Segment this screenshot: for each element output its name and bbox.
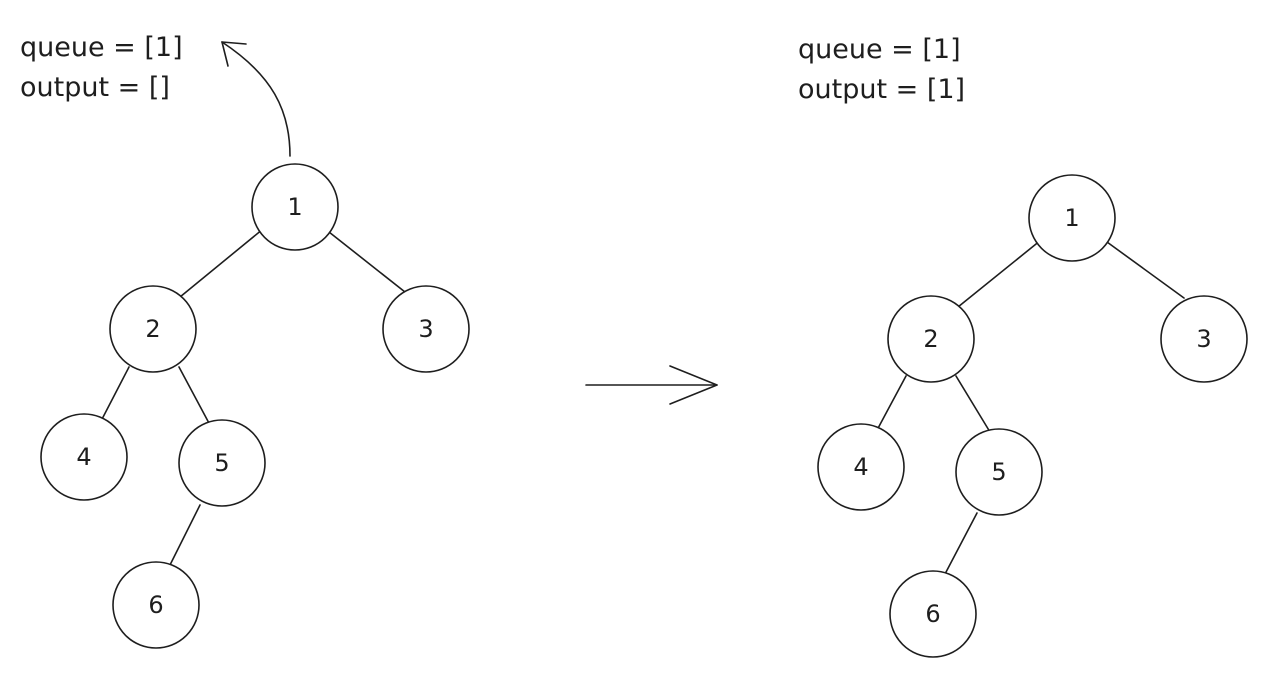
node-circle	[1160, 295, 1248, 383]
node-circle	[109, 285, 197, 373]
node-label: 6	[148, 591, 163, 619]
tree-node-2: 2	[109, 285, 197, 373]
edge-2-4	[99, 366, 130, 424]
node-circle	[178, 419, 266, 507]
edge-2-5	[178, 366, 211, 426]
tree-node-2: 2	[887, 295, 975, 383]
output-text-before: output = []	[20, 72, 170, 103]
node-label: 4	[853, 453, 868, 481]
node-circle	[817, 423, 905, 511]
enqueue-arrowhead	[221, 41, 247, 67]
enqueue-arrow	[221, 41, 291, 157]
edge-2-5	[955, 375, 991, 433]
node-label: 1	[287, 193, 302, 221]
node-circle	[112, 561, 200, 649]
edge-1-2	[957, 239, 1042, 308]
node-label: 2	[145, 315, 160, 343]
node-circle	[1028, 174, 1116, 262]
node-circle	[955, 428, 1043, 516]
queue-text-before: queue = [1]	[20, 32, 183, 63]
panel-before: queue = [1] output = [] 1 2 3 4	[20, 32, 470, 649]
node-label: 3	[418, 315, 433, 343]
node-circle	[889, 570, 977, 658]
node-label: 4	[76, 443, 91, 471]
node-label: 3	[1196, 325, 1211, 353]
node-label: 2	[923, 325, 938, 353]
node-label: 1	[1064, 204, 1079, 232]
node-label: 6	[925, 600, 940, 628]
edge-5-6	[944, 512, 978, 575]
tree-node-6: 6	[889, 570, 977, 658]
edge-5-6	[169, 504, 201, 566]
queue-text-after: queue = [1]	[798, 34, 961, 65]
node-label: 5	[214, 449, 229, 477]
tree-node-5: 5	[955, 428, 1043, 516]
tree-node-1: 1	[251, 163, 339, 251]
panel-after: queue = [1] output = [1] 1 2 3 4	[798, 34, 1248, 658]
node-circle	[40, 413, 128, 501]
node-circle	[887, 295, 975, 383]
transition-arrowhead	[669, 365, 718, 405]
tree-node-5: 5	[178, 419, 266, 507]
tree-edges-after	[875, 239, 1185, 575]
node-circle	[382, 285, 470, 373]
tree-node-6: 6	[112, 561, 200, 649]
node-label: 5	[991, 458, 1006, 486]
tree-edges-before	[99, 228, 406, 566]
edge-1-2	[179, 228, 264, 298]
tree-node-4: 4	[40, 413, 128, 501]
node-circle	[251, 163, 339, 251]
edge-1-3	[328, 231, 406, 293]
tree-node-1: 1	[1028, 174, 1116, 262]
tree-node-3: 3	[1160, 295, 1248, 383]
tree-node-3: 3	[382, 285, 470, 373]
tree-node-4: 4	[817, 423, 905, 511]
edge-1-3	[1106, 241, 1185, 299]
transition-arrow	[585, 365, 718, 405]
output-text-after: output = [1]	[798, 74, 965, 105]
edge-2-4	[875, 375, 907, 433]
